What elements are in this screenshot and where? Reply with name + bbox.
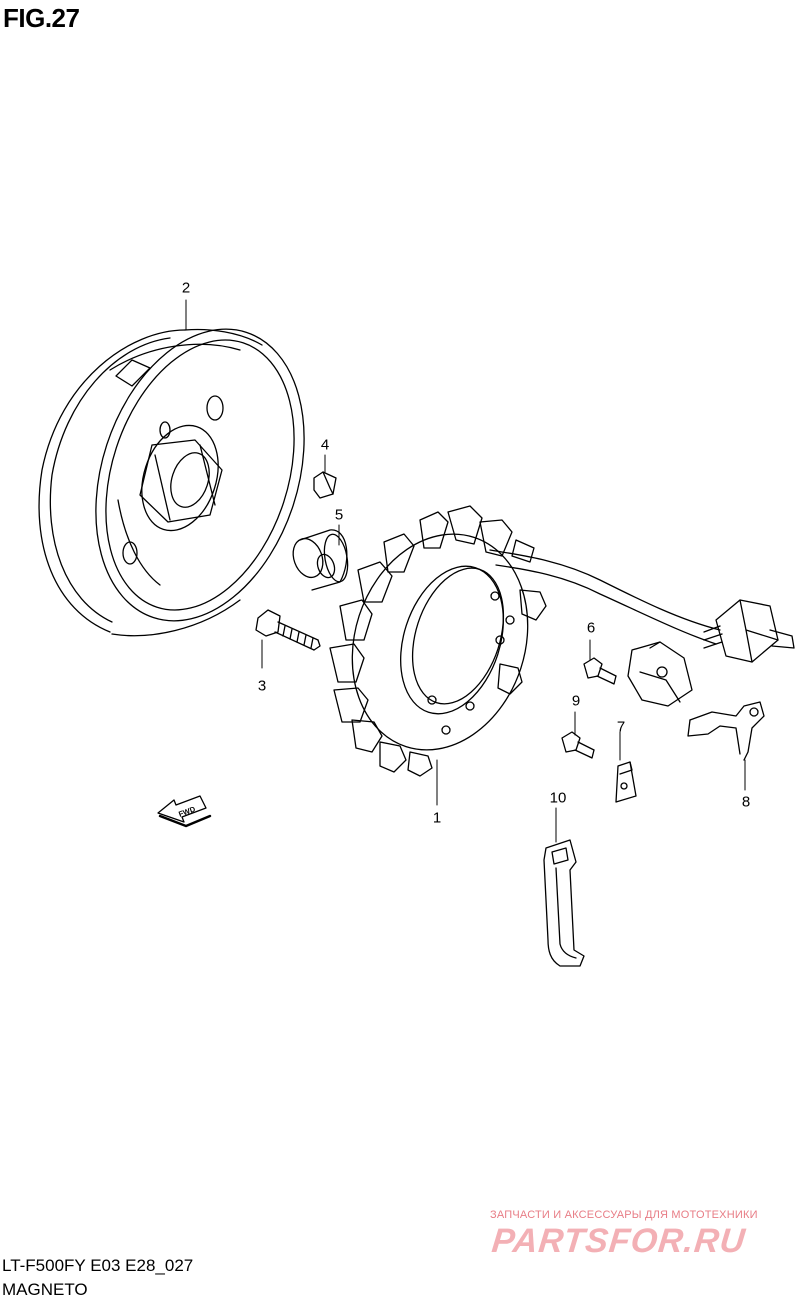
spacer-bushing bbox=[292, 529, 349, 591]
bracket-8 bbox=[687, 701, 765, 761]
model-code: LT-F500FY E03 E28_027 bbox=[2, 1256, 194, 1275]
screw-6 bbox=[583, 657, 617, 685]
bolt-3 bbox=[255, 609, 321, 651]
clamp-10 bbox=[543, 839, 585, 967]
watermark-logo: PARTSFOR.RU bbox=[490, 1222, 748, 1260]
callout-4: 4 bbox=[320, 436, 330, 454]
callout-6: 6 bbox=[586, 619, 596, 637]
rotor-flywheel bbox=[38, 328, 305, 637]
screw-9 bbox=[561, 731, 595, 759]
callout-8: 8 bbox=[741, 793, 751, 811]
section-name: MAGNETO bbox=[2, 1280, 88, 1299]
callout-7: 7 bbox=[616, 718, 626, 736]
stator bbox=[329, 505, 795, 777]
callout-1: 1 bbox=[432, 809, 442, 827]
clamp-7 bbox=[615, 761, 637, 803]
callout-5: 5 bbox=[334, 506, 344, 524]
callout-10: 10 bbox=[549, 789, 567, 807]
fwd-arrow-icon: FWD bbox=[157, 795, 212, 828]
woodruff-key bbox=[313, 471, 337, 499]
watermark-tagline: ЗАПЧАСТИ И АКСЕССУАРЫ ДЛЯ МОТОТЕХНИКИ bbox=[490, 1209, 758, 1221]
leader-lines bbox=[185, 299, 746, 843]
callout-3: 3 bbox=[257, 677, 267, 695]
callout-9: 9 bbox=[571, 692, 581, 710]
callout-2: 2 bbox=[181, 279, 191, 297]
figure-title: FIG.27 bbox=[3, 3, 80, 33]
